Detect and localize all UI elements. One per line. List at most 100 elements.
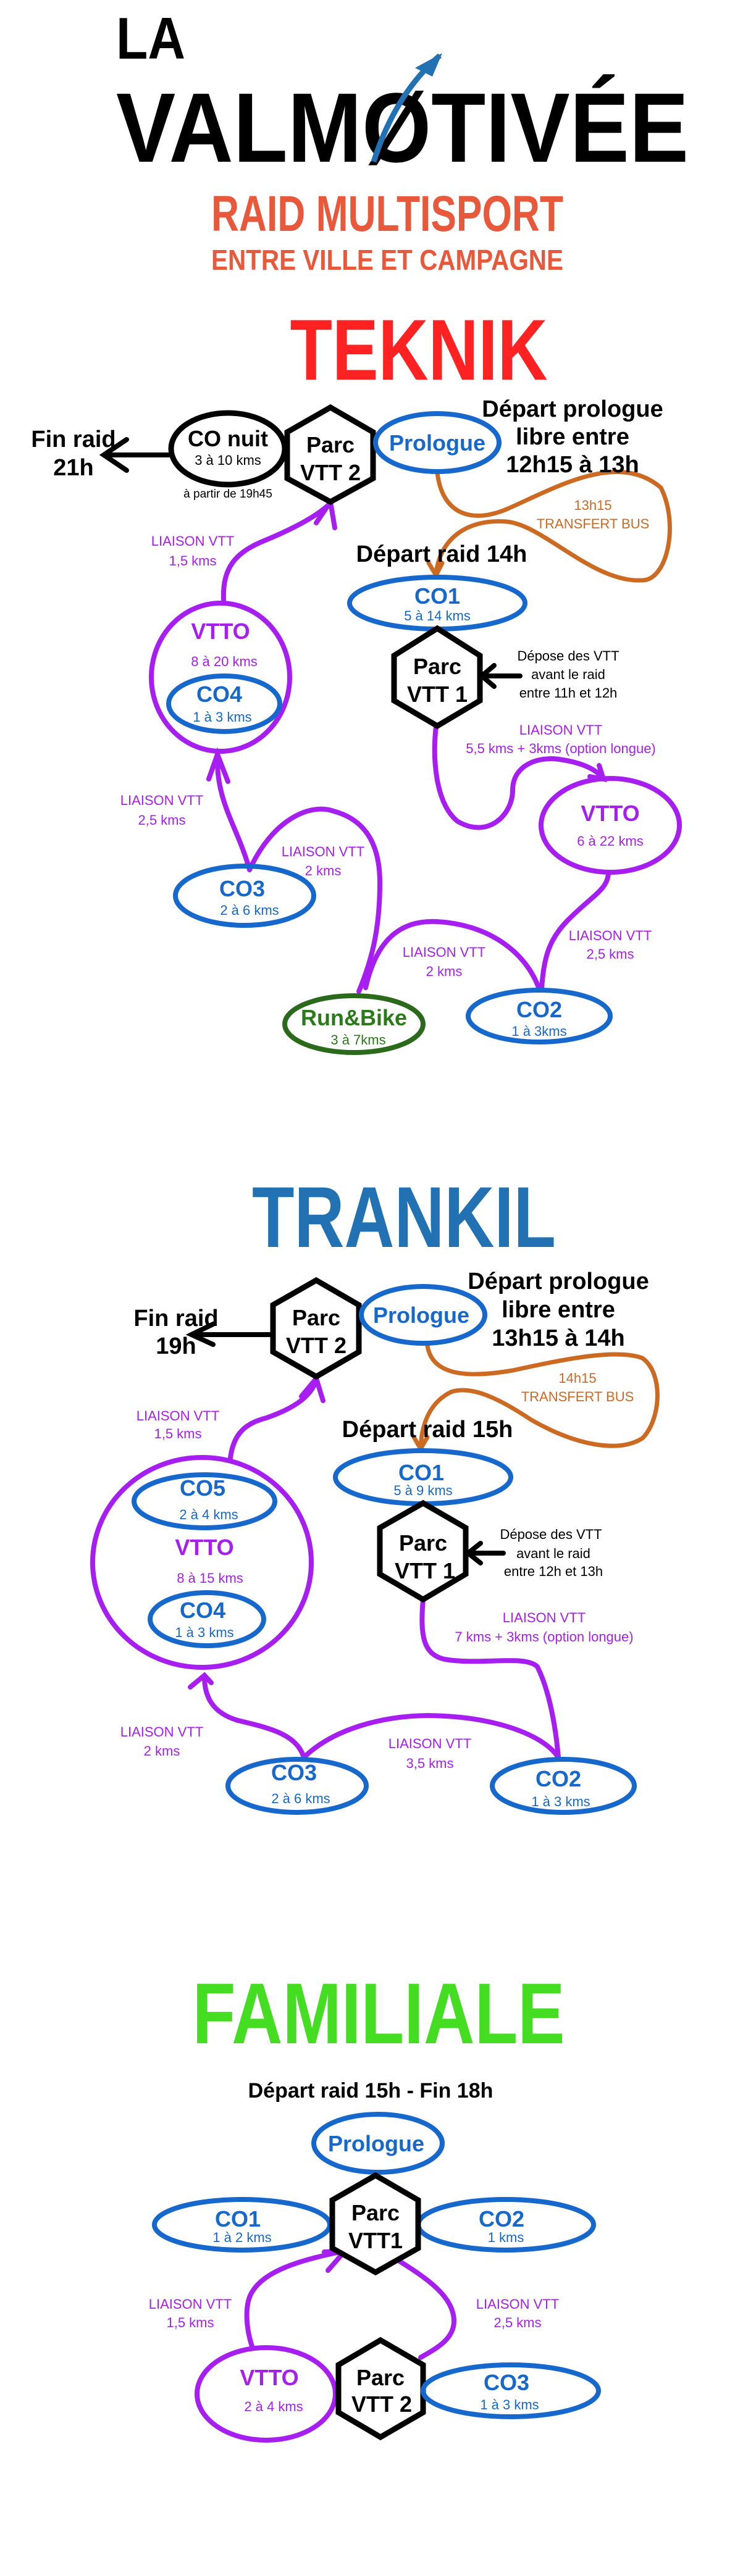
depose-text: Dépose des VTT <box>500 1527 602 1542</box>
depose-arrow-icon <box>464 1541 506 1565</box>
familiale-section: FAMILIALE Départ raid 15h - Fin 18h Prol… <box>149 1965 601 2443</box>
co2-dist: 1 à 3 kms <box>531 1794 590 1809</box>
teknik-section: TEKNIK CO nuit 3 à 10 kms à partir de 19… <box>31 301 682 1055</box>
parc-vtt1-hexagon <box>329 2172 421 2276</box>
liaison-dist: 2 kms <box>144 1743 180 1759</box>
schedule-text: Départ raid 15h - Fin 18h <box>248 2079 494 2103</box>
bus-label: TRANSFERT BUS <box>537 516 650 531</box>
depose-text: entre 12h et 13h <box>504 1564 603 1579</box>
vtto-name: VTTO <box>175 1535 233 1560</box>
liaison-co3-vtto-path <box>202 1674 306 1760</box>
liaison-dist: 2 kms <box>305 863 342 878</box>
depose-text: avant le raid <box>531 667 605 682</box>
co4-name: CO4 <box>180 1598 225 1623</box>
co4-dist: 1 à 3 kms <box>193 709 251 725</box>
co5-node <box>132 1472 277 1530</box>
co1-dist: 5 à 14 kms <box>404 608 471 623</box>
parc-vtt2-label: VTT 2 <box>300 460 361 485</box>
fin-raid-label: Fin raid <box>31 427 116 452</box>
parc-vtt2-label: Parc <box>306 432 355 457</box>
co4-name: CO4 <box>196 682 242 707</box>
depose-arrow-icon <box>477 663 523 689</box>
co4-dist: 1 à 3 kms <box>175 1625 233 1640</box>
depose-text: entre 11h et 12h <box>519 685 618 701</box>
co1-dist: 1 à 2 kms <box>212 2230 271 2245</box>
vtto-node <box>90 1455 314 1670</box>
liaison-label: LIAISON VTT <box>503 1610 586 1625</box>
liaison-dist: 1,5 kms <box>166 2315 214 2330</box>
co3-node <box>421 2362 601 2419</box>
co4-node <box>148 1590 266 1648</box>
co3-dist: 2 à 6 kms <box>220 902 279 918</box>
depart-prologue-text: 13h15 à 14h <box>492 1325 624 1351</box>
runbike-dist: 3 à 7kms <box>330 1032 385 1048</box>
liaison-label: LIAISON VTT <box>120 1724 203 1740</box>
depose-text: avant le raid <box>516 1546 590 1561</box>
liaison-label: LIAISON VTT <box>403 944 485 960</box>
depart-prologue-text: 12h15 à 13h <box>506 452 639 478</box>
prologue-label: Prologue <box>373 1303 469 1328</box>
liaison-label: LIAISON VTT <box>282 844 364 859</box>
parc-vtt1-label: Parc <box>413 654 461 679</box>
parc-vtt2-label: VTT 2 <box>286 1333 346 1358</box>
prologue-node <box>359 1284 487 1346</box>
logo-line1: LA <box>116 6 185 72</box>
logo-arrowhead-icon <box>415 53 442 77</box>
parc-vtt2-hexagon <box>270 1277 362 1380</box>
liaison-dist: 1,5 kms <box>154 1426 201 1441</box>
co2-name: CO2 <box>479 2206 524 2232</box>
co3-node <box>225 1757 369 1815</box>
arrowhead-icon <box>188 1672 214 1690</box>
liaison-label: LIAISON VTT <box>476 2296 559 2312</box>
parc-vtt1-label: Parc <box>351 2200 400 2225</box>
liaison-co3-co2-path <box>301 1712 561 1760</box>
logo-tagline: RAID MULTISPORT <box>211 186 563 242</box>
arrowhead-icon <box>206 747 230 784</box>
liaison-dist: 7 kms + 3kms (option longue) <box>455 1629 633 1644</box>
co3-dist: 2 à 6 kms <box>271 1791 330 1806</box>
parc-vtt1-label: VTT 1 <box>407 682 468 707</box>
familiale-title: FAMILIALE <box>193 1965 565 2062</box>
runbike-name: Run&Bike <box>301 1005 407 1030</box>
runbike-node <box>282 993 426 1055</box>
depose-text: Dépose des VTT <box>517 648 619 664</box>
prologue-label: Prologue <box>328 2131 424 2156</box>
liaison-co3-vtto-path <box>214 754 252 872</box>
co5-name: CO5 <box>180 1475 225 1501</box>
co-nuit-note: à partir de 19h45 <box>183 488 272 501</box>
fin-raid-time: 19h <box>156 1333 196 1359</box>
parc-vtt1-label: VTT 1 <box>395 1558 455 1583</box>
vtto-dist: 8 à 15 kms <box>177 1570 243 1586</box>
co3-name: CO3 <box>219 876 265 901</box>
co1-dist: 5 à 9 kms <box>393 1483 452 1498</box>
liaison-dist: 3,5 kms <box>406 1756 453 1771</box>
co3-name: CO3 <box>484 2370 529 2395</box>
trankil-title: TRANKIL <box>252 1169 556 1265</box>
co2-node <box>490 1757 637 1815</box>
co5-dist: 2 à 4 kms <box>179 1507 238 1522</box>
co2-dist: 1 à 3kms <box>511 1023 566 1039</box>
vtto-left-name: VTTO <box>191 619 250 644</box>
parc-vtt1-label: VTT1 <box>348 2228 403 2253</box>
liaison-label: LIAISON VTT <box>120 793 203 808</box>
parc-vtt1-label: Parc <box>399 1530 447 1556</box>
liaison-co2-vtto-path <box>539 870 611 991</box>
co3-dist: 1 à 3 kms <box>480 2397 539 2412</box>
co1-name: CO1 <box>215 2206 261 2232</box>
depart-raid-text: Départ raid 14h <box>356 541 527 567</box>
liaison-label: LIAISON VTT <box>519 722 602 738</box>
vtto-dist: 2 à 4 kms <box>244 2399 303 2414</box>
co3-node <box>173 864 316 928</box>
bus-time: 14h15 <box>558 1370 596 1386</box>
fin-raid-time: 21h <box>53 455 93 481</box>
liaison-vtto-parc1-path <box>244 2249 346 2349</box>
liaison-label: LIAISON VTT <box>569 928 652 943</box>
liaison-dist: 2,5 kms <box>138 812 185 828</box>
parc-vtt1-hexagon <box>377 1499 469 1603</box>
liaison-runbike-co2-path <box>363 919 542 991</box>
liaison-dist: 5,5 kms + 3kms (option longue) <box>466 741 656 756</box>
liaison-label: LIAISON VTT <box>388 1736 471 1751</box>
vtto-right-node <box>539 776 682 875</box>
co2-name: CO2 <box>536 1766 581 1791</box>
